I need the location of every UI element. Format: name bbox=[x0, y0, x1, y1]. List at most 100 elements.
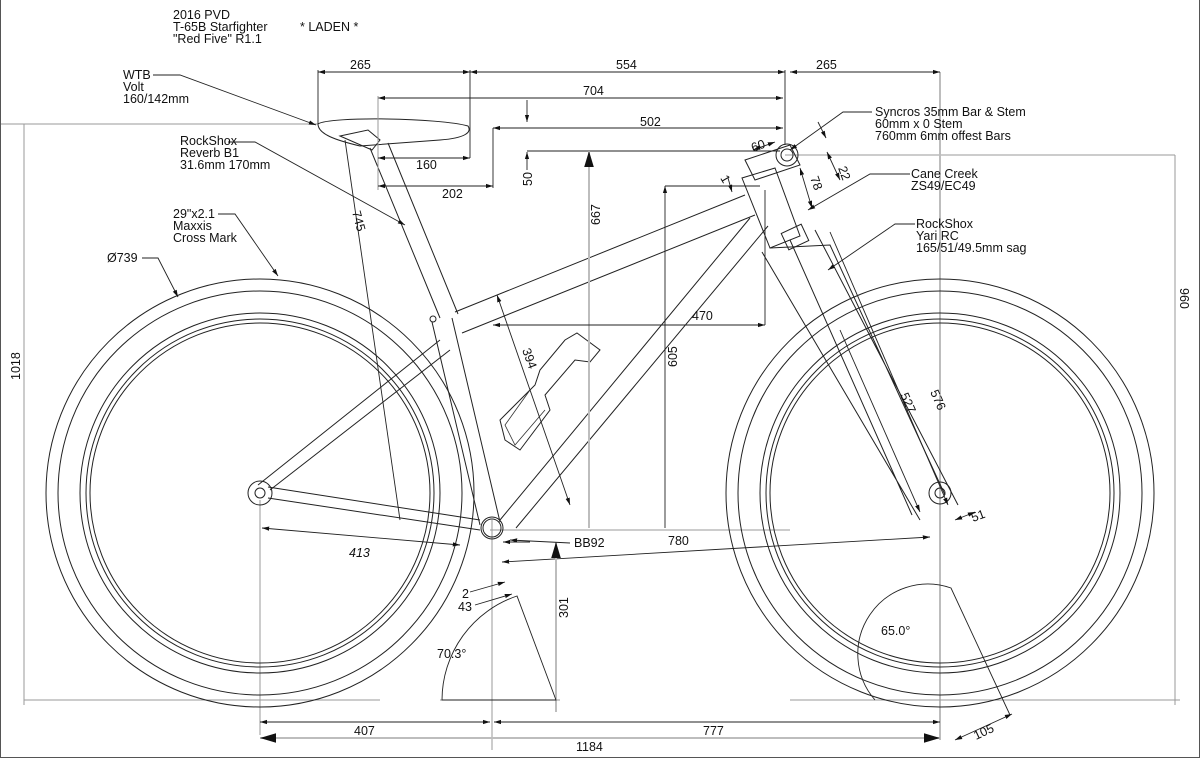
laden-label: * LADEN * bbox=[300, 20, 358, 34]
svg-text:RockShox: RockShox bbox=[180, 134, 238, 148]
dim-text-576: 576 bbox=[927, 388, 948, 413]
callout-tyre: 29"x2.1 Maxxis Cross Mark bbox=[173, 207, 238, 245]
dim-text-50: 50 bbox=[521, 172, 535, 186]
fork-crown bbox=[780, 223, 810, 251]
seat-stay bbox=[257, 339, 451, 491]
dim-text-1: 1 bbox=[717, 173, 733, 186]
head-angle-arc bbox=[857, 583, 1011, 716]
stem bbox=[744, 144, 801, 181]
callout-cockpit: Syncros 35mm Bar & Stem 60mm x 0 Stem 76… bbox=[875, 105, 1026, 143]
callout-seatpost: RockShox Reverb B1 31.6mm 170mm bbox=[180, 134, 270, 172]
svg-text:31.6mm 170mm: 31.6mm 170mm bbox=[180, 158, 270, 172]
svg-text:RockShox: RockShox bbox=[916, 217, 974, 231]
rear-wheel bbox=[45, 278, 475, 708]
dimension-values: 265 554 265 704 502 160 202 470 50 667 6… bbox=[9, 58, 1191, 754]
dim-2 bbox=[469, 581, 506, 593]
title-block: 2016 PVD T-65B Starfighter "Red Five" R1… bbox=[173, 8, 358, 46]
dim-text-777: 777 bbox=[703, 724, 724, 738]
head-tube bbox=[741, 167, 801, 249]
dim-text-301: 301 bbox=[557, 597, 571, 618]
dim-745 bbox=[344, 139, 401, 521]
bottom-bracket-shell bbox=[480, 516, 504, 540]
svg-text:Cross Mark: Cross Mark bbox=[173, 231, 238, 245]
dim-text-265-right: 265 bbox=[816, 58, 837, 72]
wheel-diameter-label: Ø739 bbox=[107, 251, 138, 265]
svg-text:60mm x 0 Stem: 60mm x 0 Stem bbox=[875, 117, 963, 131]
front-hub bbox=[928, 481, 952, 505]
dim-text-527: 527 bbox=[897, 391, 918, 416]
dim-394 bbox=[496, 294, 571, 506]
seatpost bbox=[369, 142, 459, 319]
svg-text:Yari RC: Yari RC bbox=[916, 229, 959, 243]
bb-label: BB92 bbox=[574, 536, 605, 550]
dim-text-60: 60 bbox=[749, 137, 767, 155]
dim-text-2: 2 bbox=[462, 587, 469, 601]
dim-text-960: 960 bbox=[1177, 288, 1191, 309]
svg-text:ZS49/EC49: ZS49/EC49 bbox=[911, 179, 976, 193]
bottle-cage bbox=[499, 332, 601, 451]
callout-saddle: WTB Volt 160/142mm bbox=[123, 68, 189, 106]
dim-527 bbox=[839, 329, 921, 513]
dim-text-554: 554 bbox=[616, 58, 637, 72]
title-line-3: "Red Five" R1.1 bbox=[173, 32, 262, 46]
dim-22 bbox=[826, 151, 841, 181]
dim-78 bbox=[799, 167, 813, 209]
dim-text-780: 780 bbox=[668, 534, 689, 548]
dim-text-407: 407 bbox=[354, 724, 375, 738]
dim-1 bbox=[727, 177, 733, 193]
dim-text-745: 745 bbox=[349, 209, 368, 233]
svg-text:760mm 6mm offest Bars: 760mm 6mm offest Bars bbox=[875, 129, 1011, 143]
fork bbox=[761, 223, 959, 521]
front-wheel bbox=[725, 278, 1155, 708]
svg-text:160/142mm: 160/142mm bbox=[123, 92, 189, 106]
svg-text:165/51/49.5mm sag: 165/51/49.5mm sag bbox=[916, 241, 1027, 255]
dim-text-202: 202 bbox=[442, 187, 463, 201]
dim-text-160: 160 bbox=[416, 158, 437, 172]
seat-angle-arc bbox=[441, 595, 557, 701]
svg-text:Syncros 35mm Bar & Stem: Syncros 35mm Bar & Stem bbox=[875, 105, 1026, 119]
title-line-1: 2016 PVD bbox=[173, 8, 230, 22]
seat-tube bbox=[431, 317, 501, 526]
dim-text-470: 470 bbox=[692, 309, 713, 323]
dim-413 bbox=[261, 526, 461, 547]
callout-headset: Cane Creek ZS49/EC49 bbox=[911, 167, 978, 193]
svg-text:Cane Creek: Cane Creek bbox=[911, 167, 978, 181]
callout-fork: RockShox Yari RC 165/51/49.5mm sag bbox=[916, 217, 1027, 255]
rear-hub bbox=[247, 480, 273, 506]
dim-text-78: 78 bbox=[807, 174, 825, 192]
dim-text-22: 22 bbox=[835, 164, 853, 182]
dim-43 bbox=[474, 593, 513, 606]
dim-51 bbox=[954, 511, 976, 521]
dim-text-265-left: 265 bbox=[350, 58, 371, 72]
chain-stay bbox=[267, 486, 481, 531]
svg-text:Volt: Volt bbox=[123, 80, 144, 94]
head-angle-label: 65.0° bbox=[881, 624, 910, 638]
cockpit bbox=[744, 143, 801, 181]
dim-60 bbox=[752, 141, 776, 151]
dim-text-394: 394 bbox=[519, 346, 539, 370]
svg-text:29"x2.1: 29"x2.1 bbox=[173, 207, 215, 221]
dim-text-105: 105 bbox=[971, 721, 996, 743]
saddle bbox=[317, 118, 470, 151]
dim-text-51: 51 bbox=[969, 507, 987, 525]
dim-780 bbox=[501, 535, 931, 564]
dim-text-413: 413 bbox=[349, 546, 370, 560]
dim-text-1184: 1184 bbox=[576, 740, 603, 754]
dim-text-502: 502 bbox=[640, 115, 661, 129]
svg-text:WTB: WTB bbox=[123, 68, 151, 82]
dim-text-1018: 1018 bbox=[9, 352, 23, 380]
dim-105 bbox=[954, 713, 1013, 741]
dim-text-667: 667 bbox=[589, 204, 603, 225]
handlebar bbox=[775, 143, 799, 167]
title-line-2: T-65B Starfighter bbox=[173, 20, 268, 34]
dimension-lines bbox=[23, 69, 1176, 743]
down-tube bbox=[499, 217, 769, 529]
svg-text:Maxxis: Maxxis bbox=[173, 219, 212, 233]
dim-text-43: 43 bbox=[458, 600, 472, 614]
leader-lines bbox=[142, 74, 915, 544]
dim-text-704: 704 bbox=[583, 84, 604, 98]
dim-576 bbox=[829, 231, 949, 506]
svg-text:Reverb B1: Reverb B1 bbox=[180, 146, 239, 160]
dim-text-605: 605 bbox=[666, 346, 680, 367]
